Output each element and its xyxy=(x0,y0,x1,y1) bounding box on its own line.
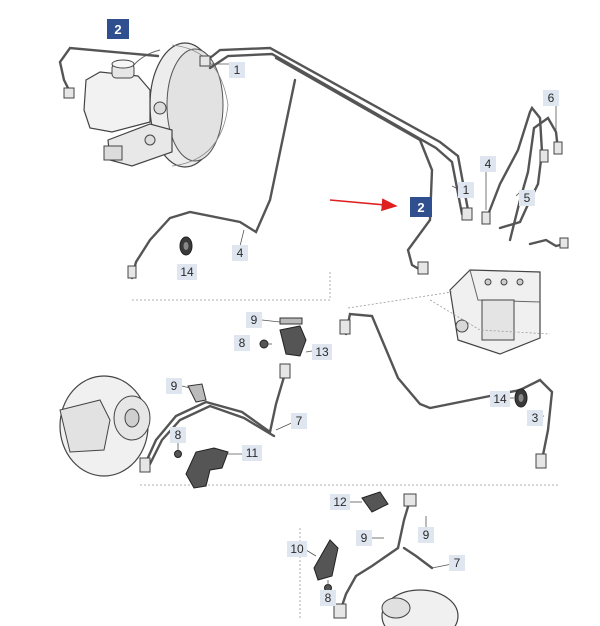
callout-c1b: 1 xyxy=(458,182,474,198)
callout-c8b: 8 xyxy=(170,427,186,443)
callout-box xyxy=(229,62,245,78)
callout-c5: 5 xyxy=(519,190,535,206)
callout-box xyxy=(166,378,182,394)
callout-c4a: 4 xyxy=(480,156,496,172)
callout-box xyxy=(519,190,535,206)
callout-text: 9 xyxy=(251,313,258,327)
callout-box xyxy=(543,90,559,106)
callout-text: 7 xyxy=(296,414,303,428)
callout-c14a: 14 xyxy=(177,264,197,280)
callout-c7a: 7 xyxy=(291,413,307,429)
abs-hydraulic-unit xyxy=(449,269,541,355)
callout-c14b: 14 xyxy=(490,391,510,407)
callout-c8c: 8 xyxy=(320,590,336,606)
callout-text: 1 xyxy=(234,63,241,77)
callout-box xyxy=(170,427,186,443)
callout-box xyxy=(312,344,332,360)
callout-text: 11 xyxy=(246,446,259,460)
callout-c7b: 7 xyxy=(449,555,465,571)
callout-box xyxy=(356,530,372,546)
callout-c11: 11 xyxy=(242,445,262,461)
callout-text: 1 xyxy=(463,183,470,197)
pipe-fittings-lower xyxy=(139,319,547,619)
callout-c1a: 1 xyxy=(229,62,245,78)
callout-c13: 13 xyxy=(312,344,332,360)
bracket-11 xyxy=(185,447,229,489)
grommet-14b xyxy=(514,388,528,408)
callout-text: 13 xyxy=(315,345,329,359)
callout-text: 2 xyxy=(417,200,424,215)
callout-box xyxy=(418,527,434,543)
callout-text: 3 xyxy=(532,411,539,425)
brake-fluid-reservoir xyxy=(83,59,151,133)
callout-c10: 10 xyxy=(287,541,307,557)
callout-text: 7 xyxy=(454,556,461,570)
callout-text: 6 xyxy=(548,91,555,105)
callout-box xyxy=(107,19,129,39)
highlight-arrow xyxy=(329,198,398,212)
grommet-14a xyxy=(179,236,193,256)
callout-c9a: 9 xyxy=(246,312,262,328)
bracket-9b xyxy=(187,383,207,403)
callout-c4b: 4 xyxy=(232,245,248,261)
brake-disc-caliper-left xyxy=(59,375,151,477)
callout-c9b: 9 xyxy=(166,378,182,394)
callout-c6: 6 xyxy=(543,90,559,106)
brake-disc-right xyxy=(381,589,459,626)
callout-c2a: 2 xyxy=(107,19,129,39)
callout-c8a: 8 xyxy=(234,335,250,351)
callout-box xyxy=(330,494,350,510)
brake-pipes-lower xyxy=(144,312,554,614)
callout-box xyxy=(242,445,262,461)
callout-box xyxy=(527,410,543,426)
callout-box xyxy=(246,312,262,328)
master-cylinder xyxy=(103,101,173,167)
callout-box xyxy=(410,197,432,217)
callout-box xyxy=(458,182,474,198)
callout-box xyxy=(291,413,307,429)
callout-box xyxy=(287,541,307,557)
callout-box xyxy=(320,590,336,606)
callout-box xyxy=(480,156,496,172)
callout-text: 14 xyxy=(493,392,507,406)
callout-text: 9 xyxy=(171,379,178,393)
callout-box xyxy=(449,555,465,571)
callout-box xyxy=(234,335,250,351)
callout-text: 14 xyxy=(180,265,194,279)
guide-lines xyxy=(132,272,560,620)
callout-text: 10 xyxy=(290,542,304,556)
callout-text: 4 xyxy=(485,157,492,171)
callout-text: 8 xyxy=(239,336,246,350)
bracket-12 xyxy=(361,491,389,513)
callout-c2b: 2 xyxy=(410,197,432,217)
callout-box xyxy=(232,245,248,261)
bolt-8b xyxy=(174,450,182,458)
pipe-fittings-upper xyxy=(63,55,569,279)
callout-text: 9 xyxy=(423,528,430,542)
callout-c12: 12 xyxy=(330,494,350,510)
callout-text: 8 xyxy=(325,591,332,605)
callout-c9d: 9 xyxy=(356,530,372,546)
callout-text: 5 xyxy=(524,191,531,205)
callout-box xyxy=(490,391,510,407)
bracket-10 xyxy=(313,539,339,581)
bracket-13 xyxy=(279,317,307,357)
callout-c9c: 9 xyxy=(418,527,434,543)
callout-text: 8 xyxy=(175,428,182,442)
callout-box xyxy=(177,264,197,280)
callout-text: 9 xyxy=(361,531,368,545)
callout-c3: 3 xyxy=(527,410,543,426)
callout-text: 2 xyxy=(114,22,121,37)
leader-lines xyxy=(177,63,557,592)
callout-text: 12 xyxy=(333,495,347,509)
callout-text: 4 xyxy=(237,246,244,260)
